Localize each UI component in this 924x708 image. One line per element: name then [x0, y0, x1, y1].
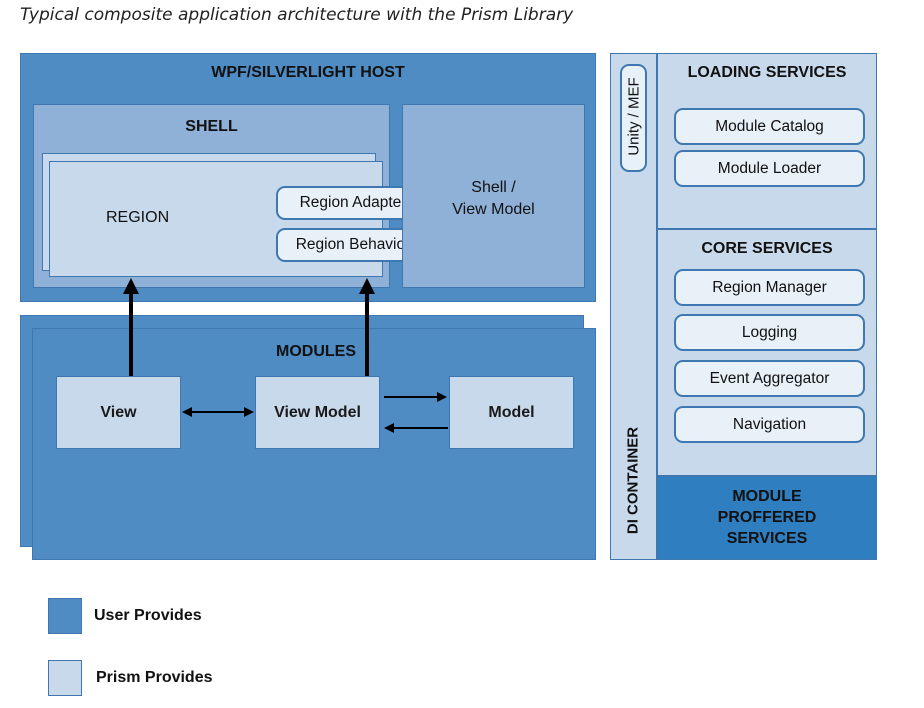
loading-services-title: LOADING SERVICES	[687, 64, 847, 81]
event-aggregator: Event Aggregator	[674, 360, 865, 397]
view-box: View	[56, 376, 181, 449]
module-loader: Module Loader	[674, 150, 865, 187]
module-catalog: Module Catalog	[674, 108, 865, 145]
legend-user-label: User Provides	[94, 607, 202, 624]
proffered-line2: PROFFERED	[717, 509, 817, 526]
view-model-box: View Model	[255, 376, 380, 449]
legend-prism-label: Prism Provides	[96, 669, 213, 686]
core-services-title: CORE SERVICES	[701, 240, 833, 257]
di-container-label: DI CONTAINER	[624, 426, 642, 535]
legend-user-swatch	[48, 598, 82, 634]
host-title: WPF/SILVERLIGHT HOST	[211, 64, 405, 81]
shell-view-model-line1: Shell /	[471, 179, 516, 196]
legend-prism-swatch	[48, 660, 82, 696]
unity-mef-label: Unity / MEF	[625, 77, 643, 156]
region-manager: Region Manager	[674, 269, 865, 306]
diagram-caption: Typical composite application architectu…	[20, 5, 574, 25]
unity-mef-pill	[620, 64, 647, 172]
module-proffered-services-panel	[657, 476, 877, 560]
proffered-line3: SERVICES	[726, 530, 808, 547]
shell-view-model-panel	[402, 104, 585, 288]
shell-title: SHELL	[185, 118, 238, 135]
shell-view-model-line2: View Model	[452, 201, 535, 218]
model-box: Model	[449, 376, 574, 449]
region-label: REGION	[106, 209, 170, 226]
navigation: Navigation	[674, 406, 865, 443]
logging: Logging	[674, 314, 865, 351]
proffered-line1: MODULE	[732, 488, 802, 505]
modules-title: MODULES	[276, 343, 356, 360]
